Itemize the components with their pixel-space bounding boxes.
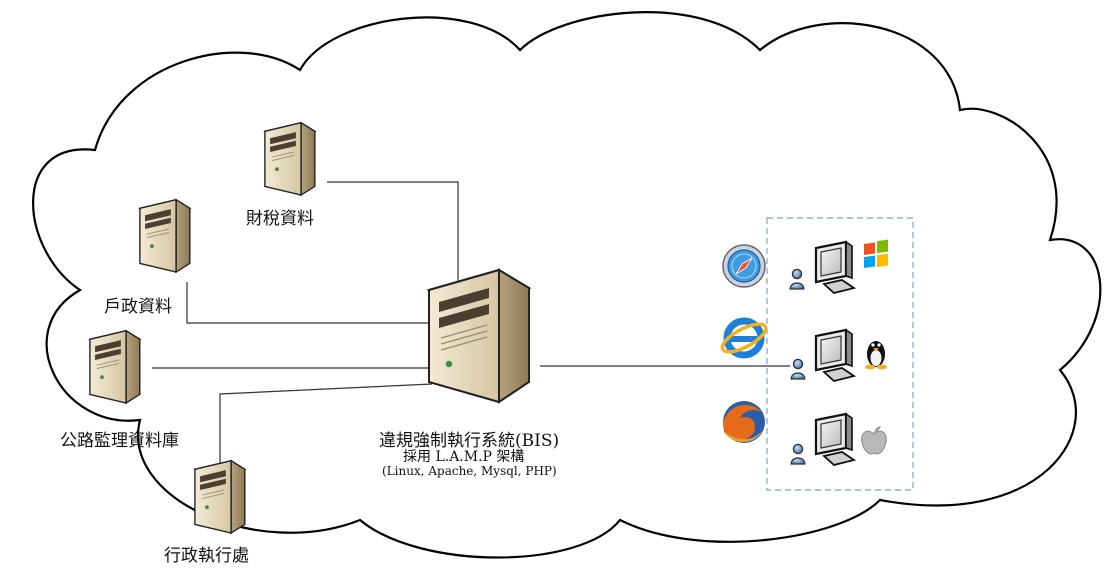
connection-lines	[152, 181, 790, 468]
node-label-tax: 財稅資料	[246, 209, 314, 229]
main-node-label: 違規強制執行系統(BIS)	[379, 431, 560, 451]
link-tax-main	[327, 181, 459, 290]
linux-tux-icon	[865, 341, 887, 370]
server-icon	[89, 329, 141, 404]
safari-icon	[722, 244, 766, 288]
cloud-boundary	[32, 11, 1102, 559]
internet-explorer-icon	[720, 317, 768, 359]
main-node-tech-stack: (Linux, Apache, Mysql, PHP)	[382, 464, 557, 478]
link-admin-main	[219, 383, 433, 468]
server-icon	[139, 198, 191, 273]
main-server-icon	[427, 268, 531, 404]
firefox-icon	[723, 401, 765, 443]
client-group-box	[766, 217, 914, 491]
node-label-admin: 行政執行處	[164, 546, 249, 566]
node-label-highway: 公路監理資料庫	[60, 431, 179, 451]
windows-logo-icon	[864, 239, 888, 268]
main-node-architecture: 採用 L.A.M.P 架構	[403, 449, 525, 465]
server-icon	[264, 121, 316, 196]
apple-logo-icon	[861, 426, 887, 455]
node-label-household: 戶政資料	[104, 297, 172, 317]
server-icon	[194, 459, 246, 534]
link-household-main	[186, 282, 435, 324]
